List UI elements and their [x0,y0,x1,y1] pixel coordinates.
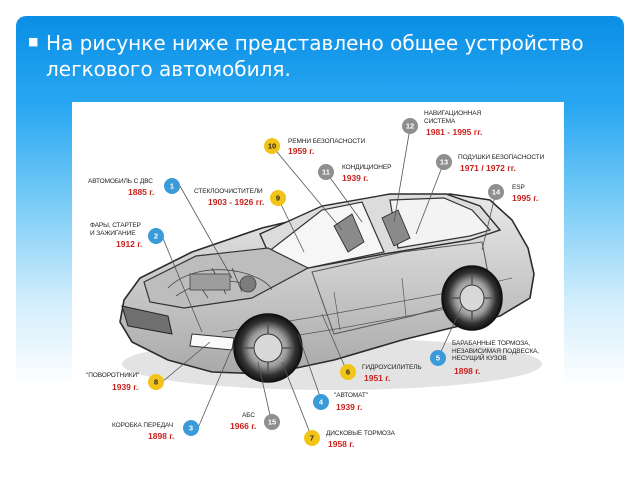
badge-3-number: 3 [189,424,193,433]
callout-2-label: ФАРЫ, СТАРТЕР И ЗАЖИГАНИЕ [90,222,141,237]
callout-6-label: ГИДРОУСИЛИТЕЛЬ [362,364,422,371]
bullet-text: На рисунке ниже представлено общее устро… [46,31,584,81]
callout-1-label: АВТОМОБИЛЬ С ДВС [88,178,153,185]
rear-wheel [441,265,503,331]
badge-15-number: 15 [268,418,276,427]
callout-4-label: "АВТОМАТ" [334,392,368,399]
callout-12-label: НАВИГАЦИОННАЯ СИСТЕМА [424,110,482,125]
badge-2-number: 2 [154,232,158,241]
badge-10-number: 10 [268,142,276,151]
callout-11-label: КОНДИЦИОНЕР [342,164,392,171]
callout-13-date: 1971 / 1972 гг. [460,163,516,173]
badge-11: 11 [318,164,334,180]
callout-14-label: ESP [512,184,525,191]
badge-6-number: 6 [346,368,350,377]
seat [381,209,411,247]
seat [333,213,365,253]
badge-15: 15 [264,414,280,430]
callout-3-date: 1898 г. [148,431,175,441]
callout-13-label: ПОДУШКИ БЕЗОПАСНОСТИ [458,154,545,161]
callout-badges: 1 2 3 4 5 6 7 8 9 10 11 12 13 14 15 [148,118,504,446]
callout-1-date: 1885 г. [128,187,155,197]
callout-5-label: БАРАБАННЫЕ ТОРМОЗА, НЕЗАВИСИМАЯ ПОДВЕСКА… [452,340,539,362]
callout-15-label: АБС [242,412,255,419]
callout-8-label: "ПОВОРОТНИКИ" [86,372,140,379]
callout-2-date: 1912 г. [116,239,143,249]
badge-7: 7 [304,430,320,446]
badge-8: 8 [148,374,164,390]
front-grille [121,305,173,335]
badge-1-number: 1 [170,182,174,191]
badge-8-number: 8 [154,378,158,387]
badge-9: 9 [270,190,286,206]
badge-13: 13 [436,154,452,170]
callout-4-date: 1939 г. [336,402,363,412]
callout-8-date: 1939 г. [112,382,139,392]
badge-3: 3 [183,420,199,436]
callout-9-label: СТЕКЛООЧИСТИТЕЛИ [194,188,263,195]
callout-15-date: 1966 г. [230,421,257,431]
callout-10-label: РЕМНИ БЕЗОПАСНОСТИ [288,138,366,145]
car-illustration: 1 2 3 4 5 6 7 8 9 10 11 12 13 14 15 [119,118,542,446]
callout-5-date: 1898 г. [454,366,481,376]
callout-11-date: 1939 г. [342,173,369,183]
badge-13-number: 13 [440,158,448,167]
callout-7-label: ДИСКОВЫЕ ТОРМОЗА [326,430,395,437]
front-wheel [233,313,303,383]
badge-14-number: 14 [492,188,501,197]
callout-leaders [161,127,497,439]
engine-detail [167,267,273,299]
headlight [189,333,235,351]
callout-9-date: 1903 - 1926 гг. [208,197,265,207]
badge-7-number: 7 [310,434,314,443]
car-cutaway-image: 1 2 3 4 5 6 7 8 9 10 11 12 13 14 15 АВТО… [72,102,564,468]
badge-2: 2 [148,228,164,244]
badge-6: 6 [340,364,356,380]
callout-6-date: 1951 г. [364,373,391,383]
badge-4: 4 [313,394,329,410]
callout-3-label: КОРОБКА ПЕРЕДАЧ [112,422,173,429]
callout-7-date: 1958 г. [328,439,355,449]
badge-12-number: 12 [406,122,414,131]
badge-11-number: 11 [322,168,330,177]
badge-5-number: 5 [436,354,440,363]
callout-12-date: 1981 - 1995 гг. [426,127,483,137]
badge-10: 10 [264,138,280,154]
bullet-icon: ■ [28,35,39,48]
badge-5: 5 [430,350,446,366]
badge-1: 1 [164,178,180,194]
side-window [389,197,492,249]
callout-10-date: 1959 г. [288,146,315,156]
badge-12: 12 [402,118,418,134]
badge-9-number: 9 [276,194,280,203]
callout-14-date: 1995 г. [512,193,539,203]
badge-4-number: 4 [319,398,324,407]
badge-14: 14 [488,184,504,200]
